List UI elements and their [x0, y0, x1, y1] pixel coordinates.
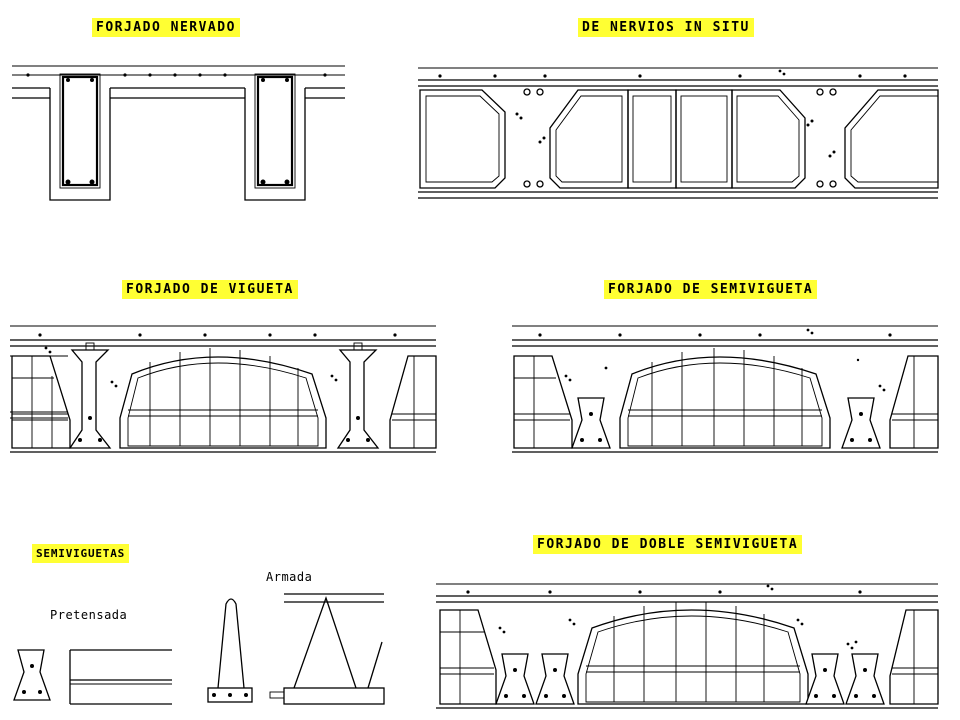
label-pretensada: Pretensada [50, 608, 128, 622]
section-forjado-de-vigueta [10, 325, 437, 453]
title-forjado-de-doble-semivigueta: FORJADO DE DOBLE SEMIVIGUETA [533, 535, 803, 554]
armada-elevation [269, 593, 385, 705]
title-semiviguetas: SEMIVIGUETAS [32, 544, 130, 563]
armada-profile [207, 598, 253, 703]
section-de-nervios-in-situ [418, 67, 939, 199]
title-forjado-nervado: FORJADO NERVADO [92, 18, 240, 37]
label-armada: Armada [266, 570, 313, 584]
title-forjado-de-semivigueta: FORJADO DE SEMIVIGUETA [604, 280, 818, 299]
section-semiviguetas [13, 593, 385, 705]
section-forjado-nervado [12, 65, 345, 201]
section-forjado-de-doble-semivigueta [436, 583, 939, 709]
title-de-nervios-in-situ: DE NERVIOS IN SITU [578, 18, 754, 37]
pretensada-elevation [69, 649, 172, 705]
pretensada-profile [13, 649, 51, 701]
title-forjado-de-vigueta: FORJADO DE VIGUETA [122, 280, 298, 299]
section-forjado-de-semivigueta [512, 325, 939, 453]
